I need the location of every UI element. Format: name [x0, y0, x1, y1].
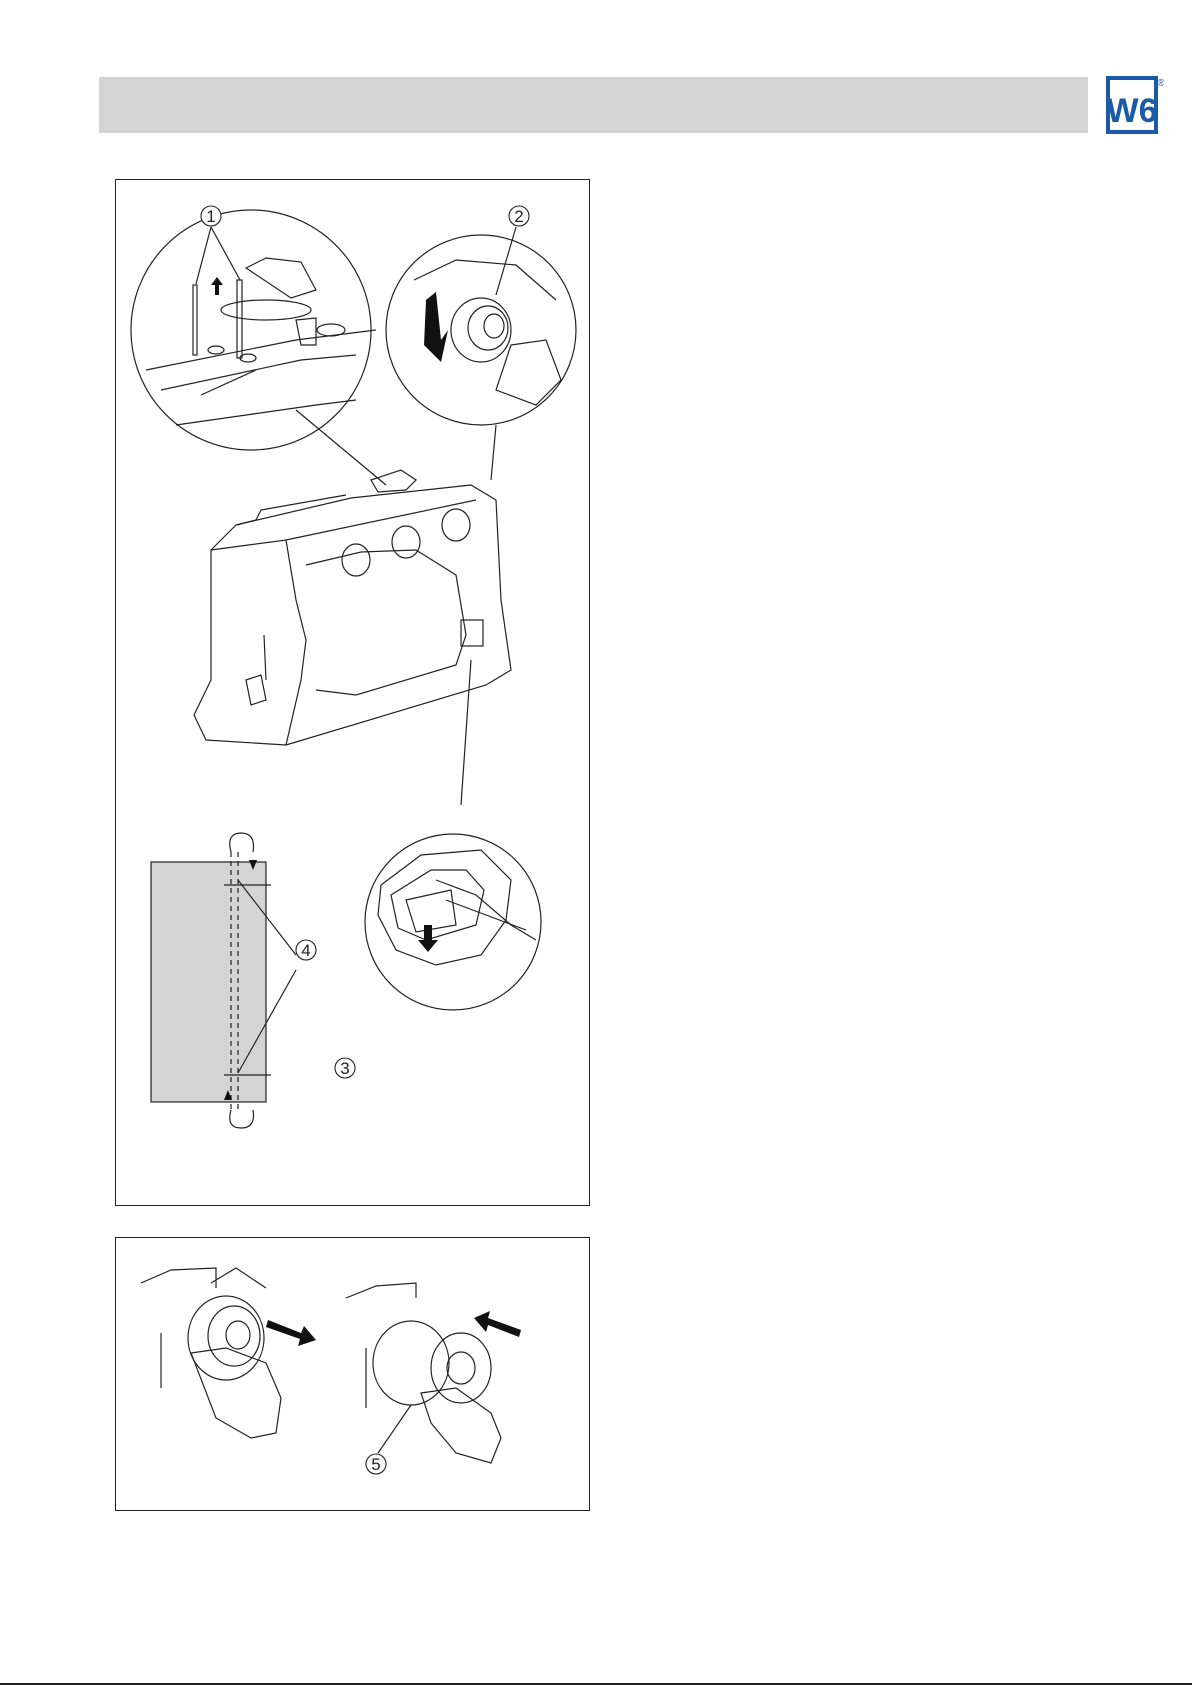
callout-4: 4	[301, 941, 310, 960]
figure-bobbin-engage: 5	[115, 1237, 590, 1511]
figure-bottom-drawing: 5	[116, 1238, 591, 1512]
detail-circle-reverse-lever	[365, 834, 541, 1010]
spool-pin-left	[193, 285, 197, 355]
pull-arrow	[266, 1320, 316, 1346]
figure-top-drawing: 1 2 3 4	[116, 180, 591, 1207]
detail-circle-bobbin-winder	[386, 235, 576, 425]
callout-1: 1	[206, 207, 215, 226]
callout-5: 5	[371, 1455, 380, 1474]
header-bar	[99, 77, 1088, 133]
rotate-arrow	[424, 292, 448, 362]
right-winder-outer	[373, 1321, 449, 1405]
figure-threading-winding: 1 2 3 4	[115, 179, 590, 1206]
callout-2: 2	[514, 207, 523, 226]
registered-mark: ®	[1157, 78, 1164, 89]
push-arrow	[474, 1311, 521, 1337]
callout-3: 3	[340, 1059, 349, 1078]
w6-logo: W6 ®	[1106, 76, 1164, 134]
logo-text: W6	[1107, 92, 1158, 130]
dial-2	[392, 526, 420, 558]
lift-arrow	[211, 277, 223, 295]
dial-1	[342, 544, 370, 576]
fabric-swatch	[151, 862, 266, 1102]
spool-pin-right	[237, 280, 242, 358]
dial-3	[442, 509, 470, 541]
